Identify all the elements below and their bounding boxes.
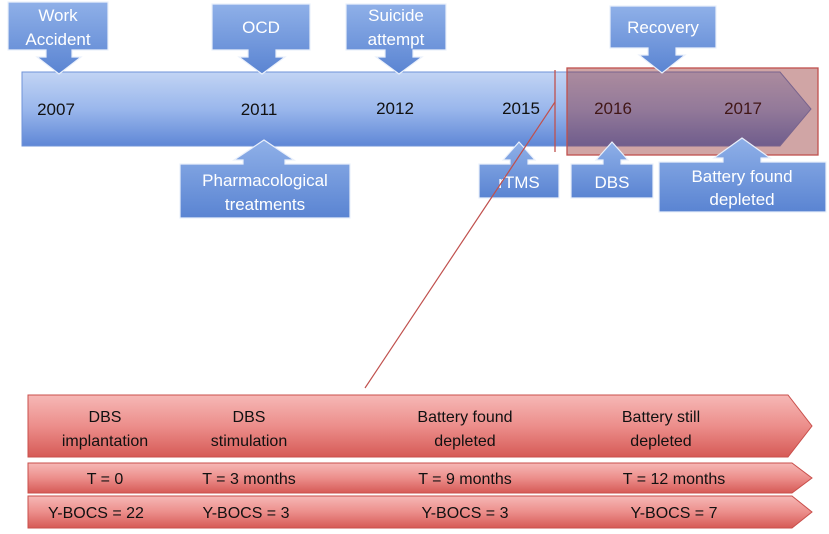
highlight-box bbox=[566, 67, 819, 156]
timeline-arrow bbox=[21, 71, 812, 147]
callout-label: treatments bbox=[225, 195, 305, 214]
callout-arrow bbox=[179, 139, 351, 219]
callout-label: rTMS bbox=[498, 173, 540, 192]
callout-arrow bbox=[658, 137, 827, 213]
ybocs-label: Y-BOCS = 7 bbox=[630, 505, 717, 522]
callout-label: Suicide bbox=[368, 6, 424, 25]
year-label: 2007 bbox=[37, 100, 75, 119]
stage-label: implantation bbox=[62, 433, 148, 450]
timeline-years: 2007 2011 2012 2015 2016 2017 bbox=[37, 99, 762, 119]
stage-label: Battery found bbox=[417, 409, 512, 426]
callout-arrow bbox=[345, 3, 447, 75]
stage-label: depleted bbox=[630, 433, 691, 450]
callout-label: depleted bbox=[709, 190, 774, 209]
callout-label: OCD bbox=[242, 18, 280, 37]
stage-label: DBS bbox=[233, 409, 266, 426]
stage-label: stimulation bbox=[211, 433, 287, 450]
event-ocd: OCD bbox=[211, 3, 311, 75]
callout-arrow bbox=[7, 1, 109, 75]
event-dbs: DBS bbox=[570, 141, 654, 199]
callout-label: DBS bbox=[595, 173, 630, 192]
event-battery-found-depleted: Battery found depleted bbox=[658, 137, 827, 213]
ybocs-label: Y-BOCS = 3 bbox=[421, 505, 508, 522]
detail-band-times bbox=[27, 462, 813, 494]
callout-label: attempt bbox=[368, 30, 425, 49]
detail-band-stages bbox=[27, 394, 813, 458]
year-label: 2011 bbox=[241, 100, 278, 119]
year-label: 2016 bbox=[594, 99, 632, 118]
event-rtms: rTMS bbox=[478, 141, 560, 199]
event-suicide-attempt: Suicide attempt bbox=[345, 3, 447, 75]
event-pharmacological-treatments: Pharmacological treatments bbox=[179, 139, 351, 219]
callout-label: Pharmacological bbox=[202, 171, 328, 190]
time-label: T = 0 bbox=[87, 471, 124, 488]
event-recovery: Recovery bbox=[609, 5, 717, 74]
detail-time-labels: T = 0 T = 3 months T = 9 months T = 12 m… bbox=[87, 471, 726, 488]
callout-arrow bbox=[478, 141, 560, 199]
callout-label: Battery found bbox=[691, 167, 792, 186]
year-label: 2015 bbox=[502, 99, 540, 118]
zoom-connector-line bbox=[364, 101, 556, 389]
callout-label: Accident bbox=[25, 30, 90, 49]
callout-arrow bbox=[609, 5, 717, 74]
time-label: T = 12 months bbox=[623, 471, 725, 488]
callout-label: Recovery bbox=[627, 18, 699, 37]
year-label: 2017 bbox=[724, 99, 762, 118]
stage-label: DBS bbox=[89, 409, 122, 426]
callout-arrow bbox=[570, 141, 654, 199]
ybocs-label: Y-BOCS = 3 bbox=[202, 505, 289, 522]
ybocs-label: Y-BOCS = 22 bbox=[48, 505, 144, 522]
time-label: T = 3 months bbox=[202, 471, 296, 488]
event-work-accident: Work Accident bbox=[7, 1, 109, 75]
callout-arrow bbox=[211, 3, 311, 75]
stage-label: depleted bbox=[434, 433, 495, 450]
callout-label: Work bbox=[38, 6, 78, 25]
detail-ybocs-labels: Y-BOCS = 22 Y-BOCS = 3 Y-BOCS = 3 Y-BOCS… bbox=[48, 505, 718, 522]
stage-label: Battery still bbox=[622, 409, 700, 426]
detail-stage-labels: DBS implantation DBS stimulation Battery… bbox=[62, 409, 700, 450]
time-label: T = 9 months bbox=[418, 471, 512, 488]
detail-band-ybocs bbox=[27, 495, 813, 529]
year-label: 2012 bbox=[376, 99, 414, 118]
